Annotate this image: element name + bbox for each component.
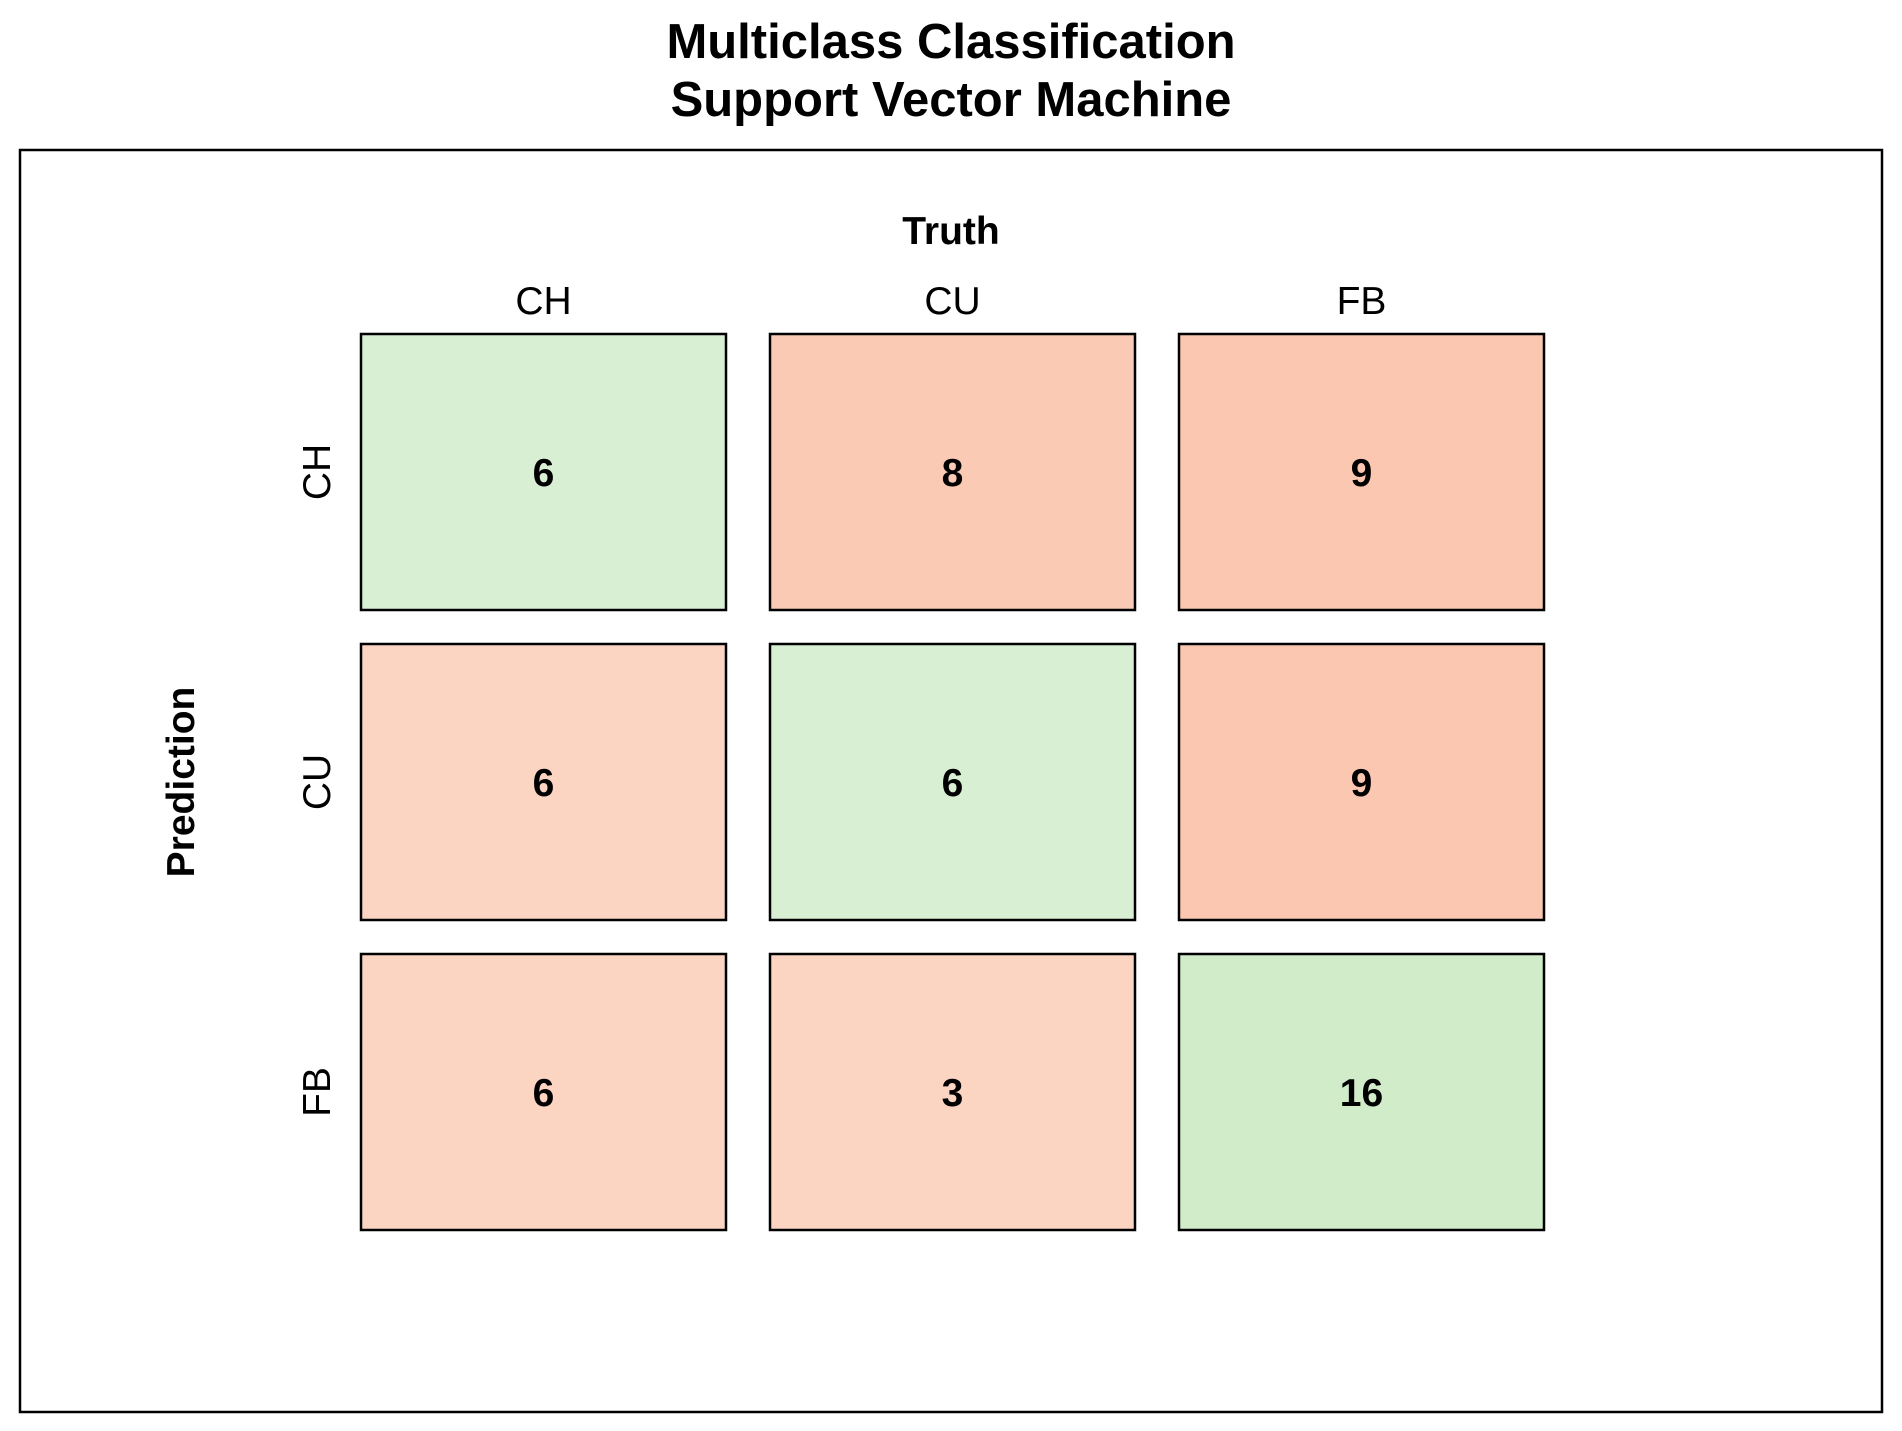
cell-ch-fb	[1177, 332, 1546, 612]
x-tick-label: CU	[924, 280, 980, 323]
chart-subtitle: Support Vector Machine	[671, 73, 1232, 127]
cell-value-label: 3	[942, 1072, 964, 1115]
y-tick-label: CH	[296, 444, 339, 500]
cell-cu-cu	[768, 642, 1137, 922]
cell-fb-ch	[359, 952, 728, 1232]
matrix-cells: 6 8 9 6 6 9 6 3 16	[359, 332, 1546, 1232]
cell-fb-fb	[1177, 952, 1546, 1232]
cell-value-label: 9	[1351, 452, 1373, 495]
x-tick-label: FB	[1337, 280, 1387, 323]
cell-value-label: 16	[1340, 1072, 1383, 1115]
x-axis-title: Truth	[902, 210, 999, 253]
cell-value-label: 9	[1351, 762, 1373, 805]
cell-ch-ch	[359, 332, 728, 612]
cell-ch-cu	[768, 332, 1137, 612]
cell-fb-cu	[768, 952, 1137, 1232]
axis-ticks: CH CU FB CH CU FB	[296, 280, 1386, 1117]
x-tick-label: CH	[515, 280, 571, 323]
y-tick-label: CU	[296, 754, 339, 810]
plot-frame	[18, 148, 1884, 1414]
chart-title: Multiclass Classification	[666, 15, 1235, 69]
cell-value-label: 6	[942, 762, 964, 805]
cell-cu-ch	[359, 642, 728, 922]
cell-value-label: 6	[533, 452, 555, 495]
cell-value-label: 6	[533, 762, 555, 805]
y-tick-label: FB	[296, 1067, 339, 1117]
cell-value-label: 8	[942, 452, 964, 495]
cell-cu-fb	[1177, 642, 1546, 922]
cell-value-label: 6	[533, 1072, 555, 1115]
y-axis-title: Prediction	[160, 687, 203, 878]
